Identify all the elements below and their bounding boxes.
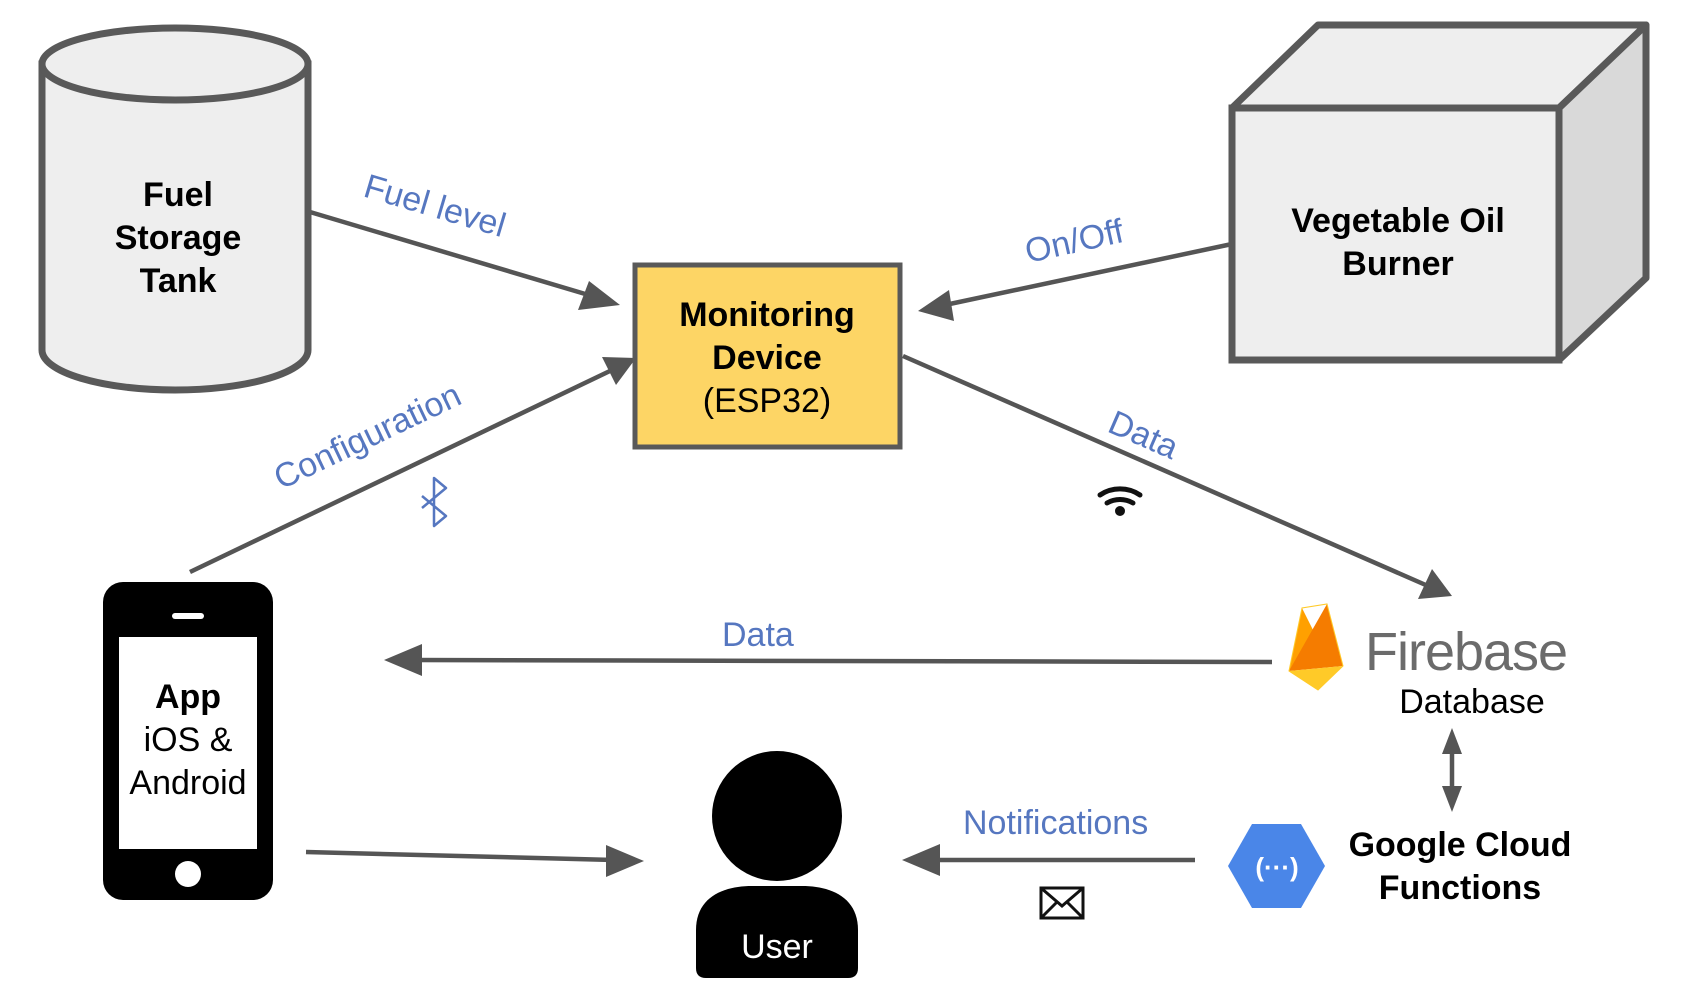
user-silhouette-icon [696, 751, 858, 978]
google-cloud-functions: (···) Google Cloud Functions [1228, 824, 1571, 908]
bluetooth-icon [421, 476, 448, 528]
edge-on-off: On/Off [918, 212, 1233, 321]
user: User [696, 751, 858, 978]
envelope-icon [1039, 886, 1085, 920]
edge-fuel-level: Fuel level [309, 167, 620, 310]
wifi-icon [1097, 486, 1143, 516]
vegetable-oil-burner: Vegetable Oil Burner [1228, 21, 1650, 364]
edge-data-to-firebase: Data [902, 353, 1452, 599]
fuel-tank-label-line-3: Tank [140, 262, 217, 300]
edge-app-to-user [305, 845, 644, 877]
firebase-caption: Database [1399, 683, 1545, 721]
firebase-database: Firebase Database [1288, 603, 1568, 721]
monitoring-device-subtitle: (ESP32) [703, 382, 832, 420]
cloud-functions-label-line-2: Functions [1379, 869, 1541, 907]
app-title: App [155, 678, 221, 716]
edge-notifications: Notifications [902, 804, 1195, 876]
app-sub-line-2: Android [129, 764, 246, 802]
edge-data-to-app: Data [384, 616, 1273, 676]
fuel-tank-label-line-1: Fuel [143, 176, 213, 214]
fuel-storage-tank: Fuel Storage Tank [38, 24, 312, 394]
edge-configuration: Configuration [189, 357, 636, 575]
user-label: User [741, 928, 813, 966]
monitoring-device: Monitoring Device (ESP32) [632, 262, 903, 450]
app-sub-line-1: iOS & [144, 721, 233, 759]
edge-label-data-app: Data [722, 616, 794, 654]
edge-label-data-firebase: Data [1103, 403, 1184, 467]
fuel-tank-label-line-2: Storage [115, 219, 242, 257]
edge-firebase-cloud-functions [1442, 728, 1462, 812]
burner-label-line-2: Burner [1342, 245, 1453, 283]
cloud-functions-label-line-1: Google Cloud [1349, 826, 1572, 864]
firebase-flame-icon [1288, 603, 1344, 691]
mobile-app: App iOS & Android [103, 582, 273, 900]
edge-label-notifications: Notifications [963, 804, 1148, 842]
monitoring-device-title-line-1: Monitoring [679, 296, 855, 334]
burner-label-line-1: Vegetable Oil [1291, 202, 1505, 240]
monitoring-device-title-line-2: Device [712, 339, 822, 377]
edge-label-on-off: On/Off [1022, 212, 1128, 271]
cloud-functions-hexagon-icon: (···) [1228, 824, 1325, 908]
svg-text:(···): (···) [1255, 852, 1298, 882]
firebase-brand: Firebase [1365, 622, 1567, 682]
